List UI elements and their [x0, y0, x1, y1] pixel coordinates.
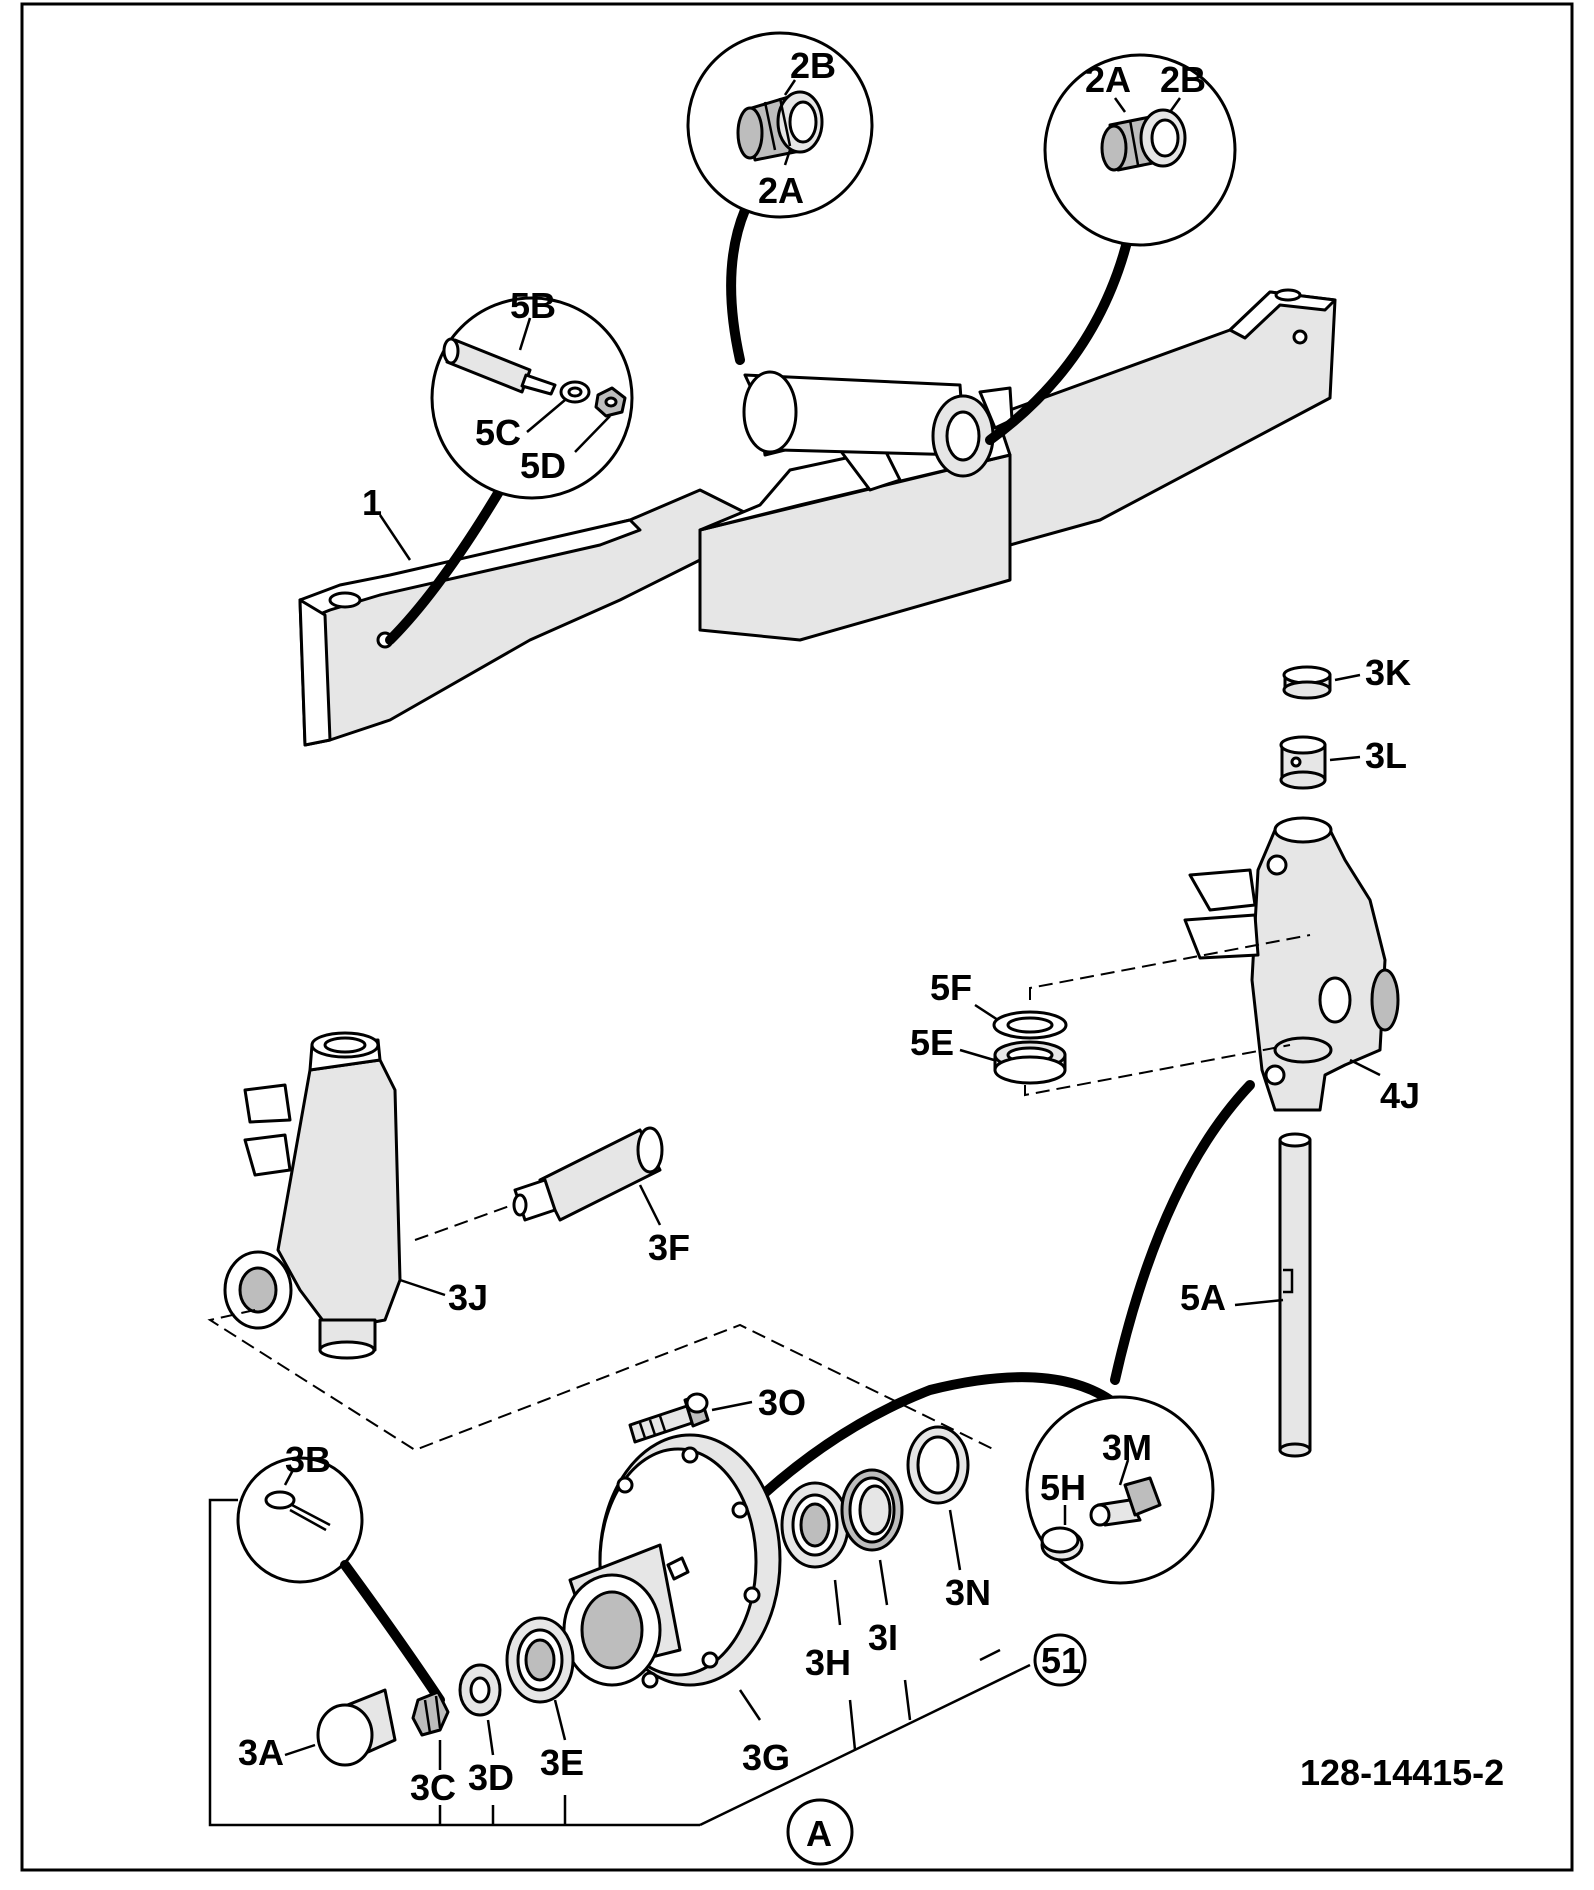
- label-2b-right: 2B: [1160, 59, 1206, 100]
- label-3f: 3F: [648, 1227, 690, 1268]
- bush-3k-icon: [1282, 665, 1332, 700]
- label-5f: 5F: [930, 967, 972, 1008]
- pivot-bush-icon: [1100, 108, 1187, 172]
- callout-leader: [385, 485, 505, 645]
- label-3e: 3E: [540, 1742, 584, 1783]
- callout-leader: [340, 1560, 445, 1705]
- hub-cap-3a-icon: [316, 1688, 397, 1767]
- label-5a: 5A: [1180, 1277, 1226, 1318]
- label-3a: 3A: [238, 1732, 284, 1773]
- assembly-bracket: [208, 1498, 690, 1827]
- seal-3n-icon: [906, 1425, 970, 1505]
- stub-pin-3f-icon: [512, 1126, 664, 1222]
- label-3h: 3H: [805, 1642, 851, 1683]
- bearing-3e-icon: [505, 1616, 575, 1704]
- label-4j: 4J: [1380, 1075, 1420, 1116]
- bearing-3h-icon: [780, 1481, 850, 1569]
- label-1: 1: [362, 482, 382, 523]
- axle-beam-icon: [298, 288, 1337, 747]
- label-3n: 3N: [945, 1572, 991, 1613]
- stub-axle-3j-icon: [223, 1031, 402, 1360]
- label-3k: 3K: [1365, 652, 1411, 693]
- label-2a-right: 2A: [1085, 59, 1131, 100]
- bolt-3o-icon: [628, 1392, 710, 1444]
- pin-washer-nut-icon: [442, 337, 627, 418]
- callout-a: A: [806, 1813, 832, 1854]
- wheel-hub-3g-icon: [562, 1433, 782, 1689]
- washer-3d-icon: [458, 1663, 502, 1717]
- steering-knuckle-icon: [1183, 816, 1400, 1112]
- split-pin-icon: [264, 1490, 331, 1532]
- label-2a-top: 2A: [758, 170, 804, 211]
- label-5c: 5C: [475, 412, 521, 453]
- callout-51: 51: [1041, 1640, 1081, 1681]
- drawing-number: 128-14415-2: [1300, 1752, 1504, 1793]
- label-5d: 5D: [520, 445, 566, 486]
- callout-leader: [985, 225, 1135, 445]
- label-5h: 5H: [1040, 1467, 1086, 1508]
- kingpin-5a-icon: [1278, 1132, 1312, 1458]
- label-3g: 3G: [742, 1737, 790, 1778]
- label-3l: 3L: [1365, 735, 1407, 776]
- pivot-bush-icon: [736, 90, 824, 162]
- label-5e: 5E: [910, 1022, 954, 1063]
- bush-3l-icon: [1279, 735, 1327, 790]
- grease-nipple-icon: [1040, 1476, 1162, 1562]
- bearing-race-3i-icon: [840, 1468, 904, 1552]
- label-3c: 3C: [410, 1767, 456, 1808]
- shim-seal-icon: [992, 1010, 1068, 1085]
- label-3o: 3O: [758, 1382, 806, 1423]
- label-3b: 3B: [285, 1439, 331, 1480]
- drawing-frame: [20, 2, 1574, 1872]
- label-5b: 5B: [510, 285, 556, 326]
- label-3m: 3M: [1102, 1427, 1152, 1468]
- callout-51-circle: [1033, 1633, 1087, 1687]
- label-2b-top: 2B: [790, 45, 836, 86]
- label-3j: 3J: [448, 1277, 488, 1318]
- callout-leader: [726, 205, 750, 365]
- label-3i: 3I: [868, 1617, 898, 1658]
- castle-nut-3c-icon: [411, 1690, 450, 1737]
- callout-a-circle: [786, 1798, 854, 1866]
- label-3d: 3D: [468, 1757, 514, 1798]
- callout-leader: [1110, 1080, 1255, 1385]
